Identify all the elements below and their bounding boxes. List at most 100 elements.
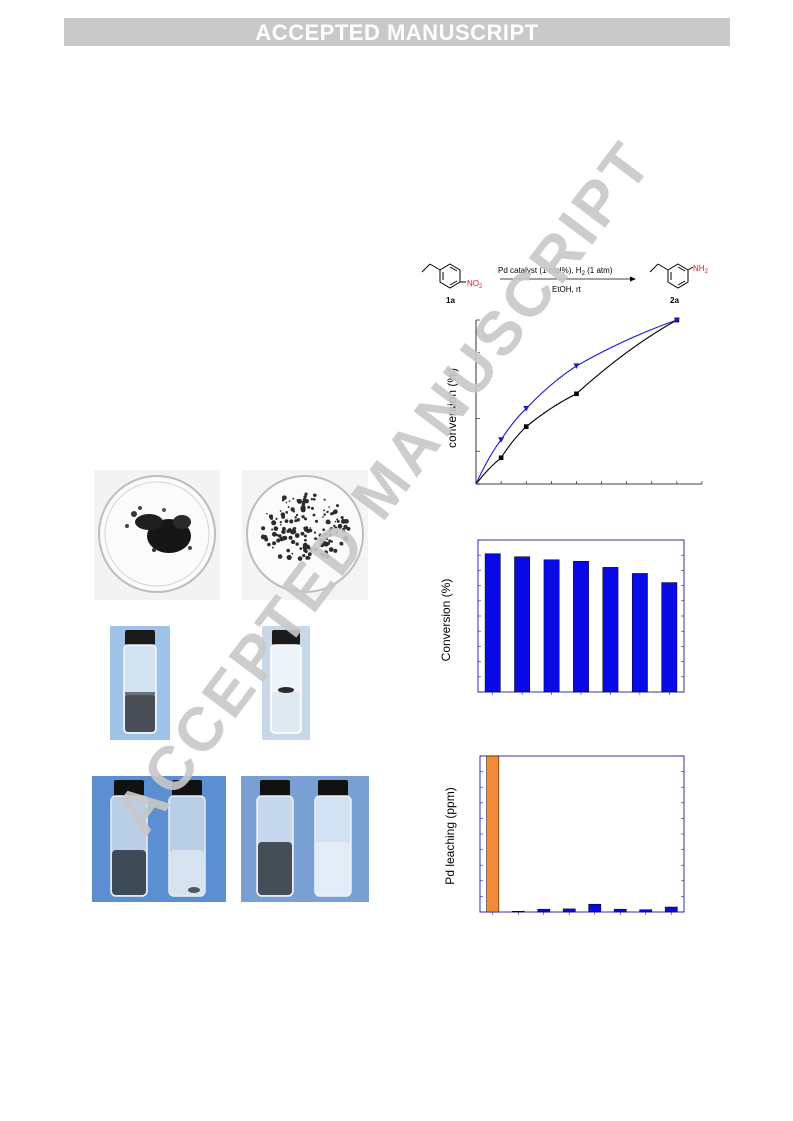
catalyst-particle bbox=[304, 538, 307, 542]
catalyst-particle bbox=[319, 552, 323, 556]
y-axis-label: Conversion (%) bbox=[440, 579, 453, 662]
series-2-curve bbox=[475, 319, 678, 485]
catalyst-particle bbox=[301, 500, 306, 505]
arrow-conditions-top: Pd catalyst (1 mol%), H2 (1 atm) bbox=[498, 266, 613, 277]
catalyst-particle bbox=[322, 553, 326, 558]
petri-dish-rim bbox=[246, 475, 364, 593]
catalyst-particle bbox=[322, 516, 324, 518]
bar bbox=[588, 903, 602, 913]
catalyst-particle bbox=[271, 520, 277, 526]
catalyst-particle bbox=[278, 534, 282, 538]
catalyst-particle bbox=[296, 498, 303, 504]
catalyst-particle bbox=[303, 534, 307, 538]
catalyst-particle bbox=[303, 495, 307, 499]
catalyst-particle bbox=[284, 519, 289, 523]
catalyst-particle bbox=[321, 535, 324, 538]
photo-vial-settled bbox=[262, 626, 310, 740]
catalyst-particle bbox=[301, 515, 305, 519]
catalyst-particle bbox=[300, 507, 302, 510]
catalyst-particle bbox=[300, 532, 303, 535]
catalyst-particle bbox=[288, 500, 291, 502]
series-1-point bbox=[523, 424, 529, 429]
reactant-nitro-group: NO2 bbox=[467, 279, 483, 290]
bar bbox=[613, 908, 627, 913]
catalyst-particle bbox=[286, 529, 290, 533]
catalyst-particle bbox=[275, 517, 278, 521]
catalyst-particle bbox=[333, 548, 338, 553]
catalyst-particle bbox=[281, 529, 286, 535]
catalyst-particle bbox=[313, 531, 317, 534]
catalyst-particle bbox=[312, 513, 316, 517]
catalyst-particle bbox=[292, 497, 295, 500]
catalyst-particle bbox=[276, 538, 281, 543]
catalyst-particle bbox=[327, 541, 331, 545]
bar bbox=[562, 908, 576, 913]
catalyst-particle bbox=[283, 513, 285, 516]
catalyst-particle bbox=[304, 492, 308, 496]
catalyst-particle bbox=[325, 554, 330, 559]
catalyst-particle bbox=[286, 554, 292, 561]
catalyst-particle bbox=[333, 524, 336, 528]
catalyst-particle bbox=[279, 536, 284, 542]
catalyst-particle bbox=[264, 535, 267, 538]
catalyst-particle bbox=[291, 552, 294, 555]
catalyst-particle bbox=[271, 528, 274, 531]
catalyst-particle bbox=[333, 509, 338, 515]
catalyst-particle bbox=[295, 513, 299, 517]
catalyst-particle bbox=[307, 552, 312, 557]
catalyst-particle bbox=[294, 533, 300, 538]
catalyst-particle bbox=[340, 543, 344, 546]
accepted-manuscript-banner: ACCEPTED MANUSCRIPT bbox=[64, 18, 730, 46]
catalyst-particle bbox=[302, 545, 308, 551]
catalyst-particle bbox=[266, 512, 268, 515]
catalyst-particle bbox=[322, 528, 326, 532]
catalyst-particle bbox=[312, 498, 316, 501]
catalyst-particle bbox=[310, 506, 314, 510]
bar bbox=[664, 906, 678, 913]
product-amine-group: NH2 bbox=[693, 264, 709, 275]
bar bbox=[543, 559, 560, 693]
series-2-point bbox=[523, 406, 530, 412]
catalyst-particle bbox=[314, 537, 317, 540]
catalyst-particle bbox=[318, 533, 322, 537]
catalyst-particle bbox=[328, 533, 332, 537]
catalyst-particle bbox=[279, 523, 282, 526]
catalyst-particle bbox=[335, 504, 339, 508]
catalyst-particle bbox=[272, 541, 277, 546]
catalyst-particle bbox=[299, 547, 303, 551]
bar bbox=[514, 556, 531, 693]
catalyst-particle bbox=[334, 526, 338, 530]
catalyst-particle bbox=[305, 526, 309, 529]
catalyst-particle bbox=[323, 509, 326, 512]
catalyst-particle bbox=[336, 518, 339, 521]
catalyst-particle bbox=[295, 542, 299, 546]
bar bbox=[537, 908, 551, 913]
catalyst-particle bbox=[319, 538, 323, 542]
catalyst-particle bbox=[306, 528, 311, 534]
catalyst-particle bbox=[346, 526, 351, 531]
catalyst-particle bbox=[315, 519, 319, 523]
bar bbox=[602, 567, 619, 693]
bar bbox=[511, 910, 525, 913]
catalyst-particle bbox=[286, 548, 291, 553]
catalyst-particle bbox=[323, 550, 328, 555]
catalyst-particle bbox=[329, 527, 334, 531]
photo-two-vials-blue-2 bbox=[241, 776, 369, 902]
series-1-point bbox=[574, 391, 579, 397]
catalyst-particle bbox=[344, 520, 347, 523]
catalyst-particle bbox=[297, 556, 303, 561]
catalyst-particle bbox=[304, 498, 309, 504]
pd-leaching-chart: Pd leaching (ppm) bbox=[443, 755, 685, 915]
reaction-scheme: NO2 1a Pd catalyst (1 mol%), H2 (1 atm) … bbox=[421, 263, 709, 305]
catalyst-particle bbox=[323, 513, 326, 516]
series-1-curve bbox=[475, 319, 678, 485]
photo-two-vials-blue-1 bbox=[92, 776, 226, 902]
catalyst-particle bbox=[294, 519, 298, 523]
catalyst-particle bbox=[307, 505, 311, 509]
catalyst-particle bbox=[267, 542, 271, 547]
catalyst-particle bbox=[288, 535, 293, 540]
series-1-point bbox=[498, 455, 504, 461]
bar bbox=[486, 755, 500, 913]
arrow-conditions-bottom: EtOH, rt bbox=[552, 285, 582, 294]
catalyst-particle bbox=[310, 498, 314, 501]
